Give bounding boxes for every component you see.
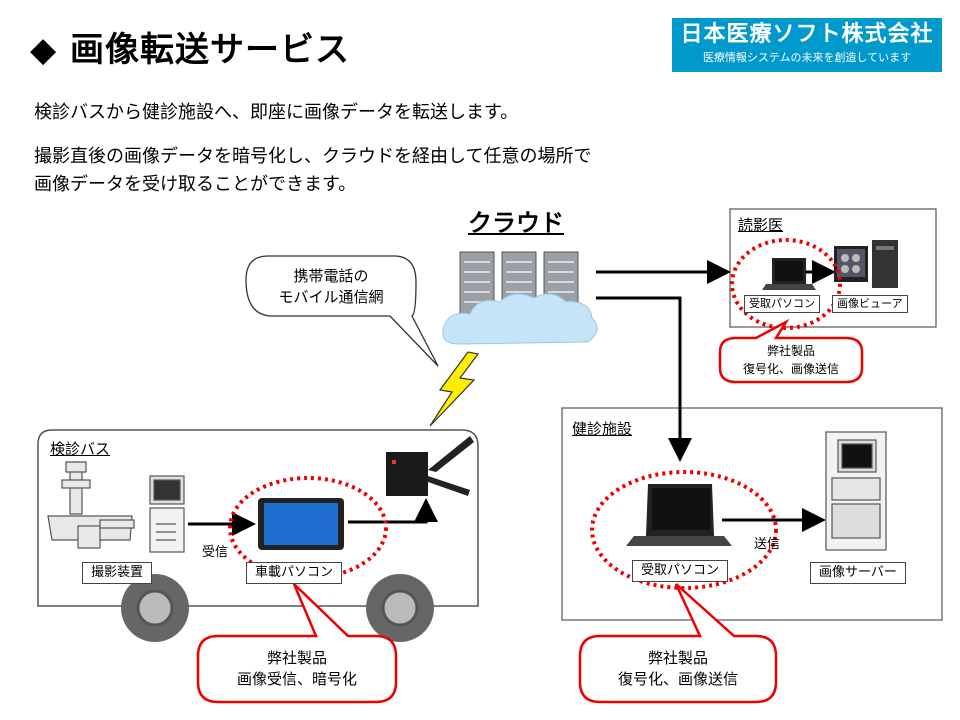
received-label: 受信 (202, 545, 229, 560)
server-caption: 画像サーバー (810, 562, 906, 584)
red-ring-reader (730, 238, 842, 330)
callout-reader-line2: 復号化、画像送信 (742, 362, 839, 376)
send-label: 送信 (754, 537, 781, 552)
xray-device-icon (47, 461, 135, 549)
viewer-caption: 画像ビューア (832, 295, 908, 313)
image-viewer-icon (834, 240, 898, 288)
callout-reader-text: 弊社製品 復号化、画像送信 (720, 342, 862, 378)
cloud-label: クラウド (468, 209, 564, 237)
callout-bus-bubble (196, 583, 398, 704)
arrow-carpc-to-router (348, 498, 438, 524)
laptop-icon (626, 484, 732, 546)
callout-reader-bubble (718, 318, 864, 384)
reader-laptop-icon (762, 258, 816, 290)
facility-label: 健診施設 (572, 420, 633, 438)
image-server-icon (825, 431, 887, 551)
router-icon (386, 436, 474, 496)
arrow-cloud-to-facility (596, 296, 692, 462)
facility-pc-caption: 受取パソコン (632, 560, 729, 582)
callout-bus-line1: 弊社製品 (266, 649, 327, 667)
callout-reader-line1: 弊社製品 (766, 344, 815, 358)
device-caption: 撮影装置 (82, 562, 153, 584)
mobile-callout-bubble (245, 255, 439, 367)
mobile-callout-line1: 携帯電話の (293, 267, 369, 285)
intro-line-2: 撮影直後の画像データを暗号化し、クラウドを経由して任意の場所で (34, 146, 592, 167)
bus-label: 検診バス (50, 440, 111, 458)
intro-line-1: 検診バスから健診施設へ、即座に画像データを転送します。 (34, 102, 519, 123)
red-ring-facility (590, 470, 778, 590)
cloud-icon (442, 293, 598, 345)
mobile-callout-text: 携帯電話の モバイル通信網 (258, 266, 404, 308)
company-name: 日本医療ソフト株式会社 (680, 22, 934, 47)
callout-facility-line1: 弊社製品 (647, 649, 708, 667)
lightning-icon (429, 351, 480, 427)
mobile-callout-line2: モバイル通信網 (278, 288, 384, 306)
callout-bus-text: 弊社製品 画像受信、暗号化 (198, 648, 396, 690)
bus-wheel-right (366, 574, 434, 642)
page-title: ◆ 画像転送サービス (30, 30, 350, 70)
tablet-icon (258, 498, 344, 550)
callout-facility-bubble (578, 583, 778, 704)
reader-label: 読影医 (738, 216, 784, 234)
callout-bus-line2: 画像受信、暗号化 (236, 670, 357, 688)
workstation-icon (149, 475, 185, 553)
company-logo: 日本医療ソフト株式会社 医療情報システムの未来を創造しています (672, 18, 942, 72)
intro-line-3: 画像データを受け取ることができます。 (34, 174, 357, 195)
red-ring-bus (228, 476, 388, 580)
callout-facility-text: 弊社製品 復号化、画像送信 (580, 648, 776, 690)
company-tagline: 医療情報システムの未来を創造しています (702, 51, 912, 64)
reader-pc-caption: 受取パソコン (744, 295, 820, 313)
bus-wheel-left (121, 574, 189, 642)
car-pc-caption: 車載パソコン (246, 562, 343, 584)
callout-facility-line2: 復号化、画像送信 (617, 670, 738, 688)
